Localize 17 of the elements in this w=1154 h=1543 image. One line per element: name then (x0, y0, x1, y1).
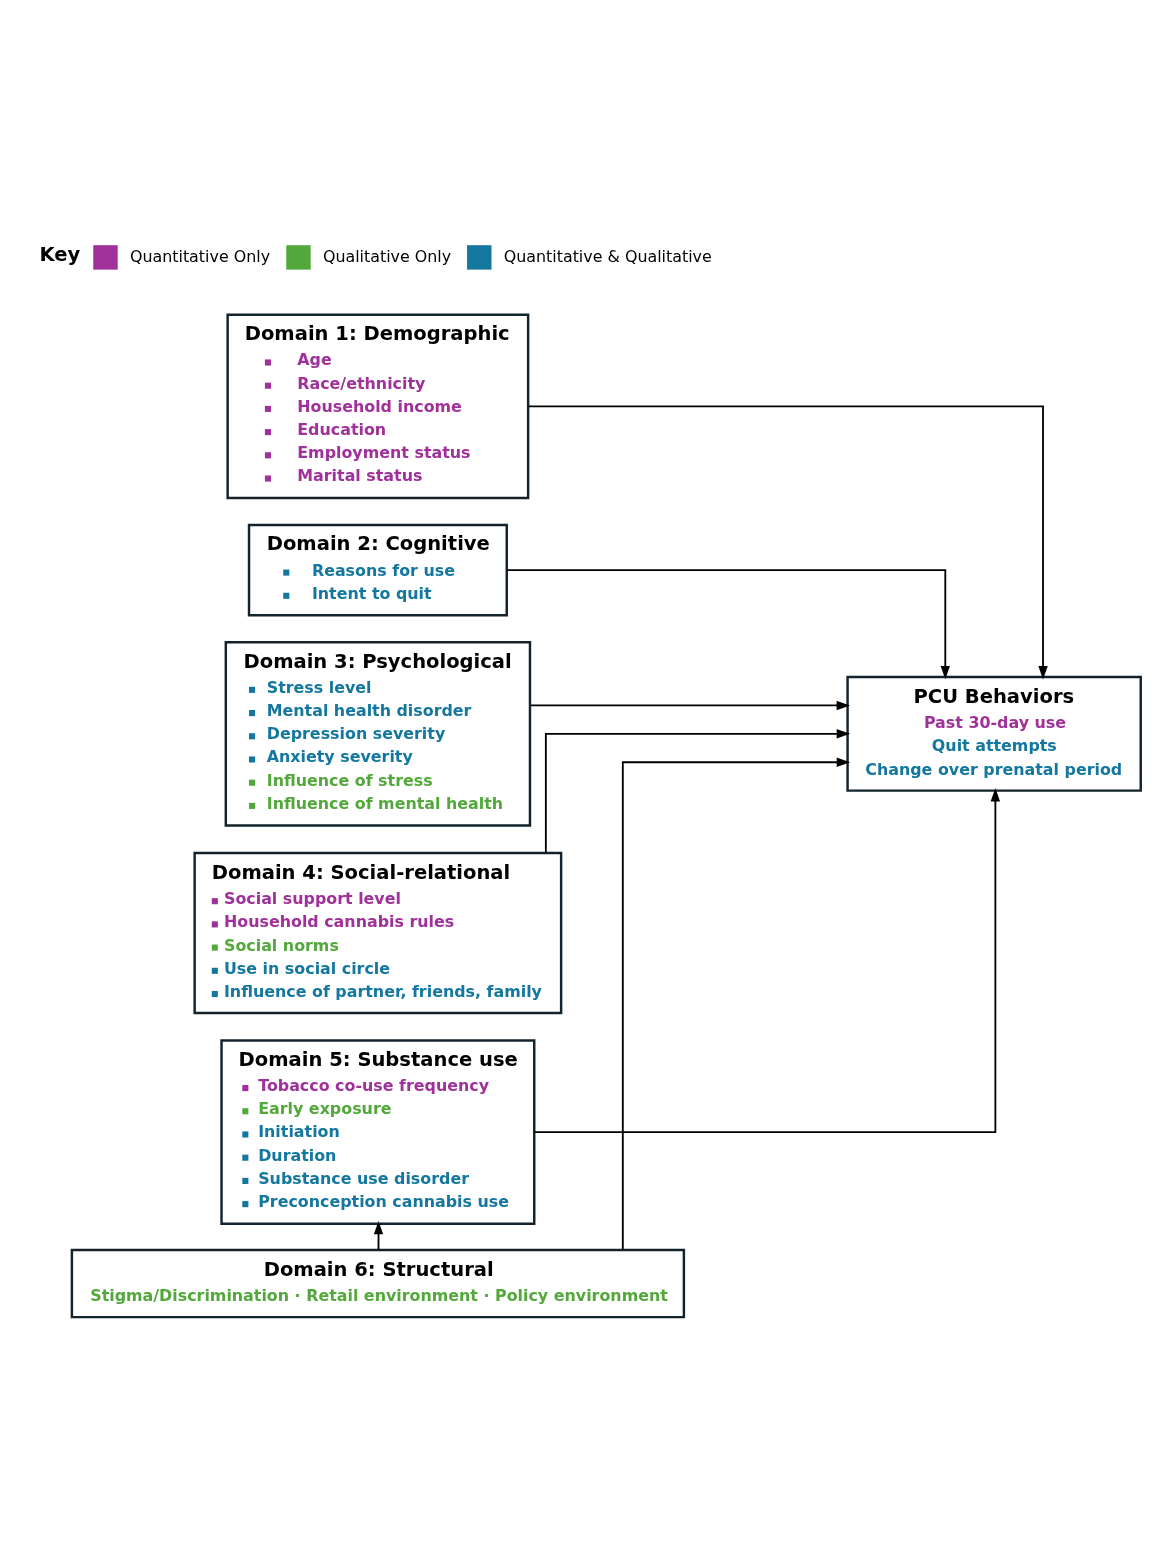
node-box: Domain 6: Structural Stigma/Discrimination · Retail environment · Policy environment (70, 1248, 686, 1318)
node-box: Domain 1: Demographic Age Race/ethnicity Household income Education Employment status Marital status (226, 313, 530, 499)
node-box: Domain 5: Substance use Tobacco co-use frequency Early exposure Initiation Duration Substance use disorder Preconception cannabis use (220, 1038, 536, 1225)
arrow (544, 728, 851, 853)
arrow (533, 787, 1001, 1133)
node-box: Domain 2: Cognitive Reasons for use Intent to quit (247, 523, 508, 617)
legend-label: Quantitative Only (129, 246, 271, 266)
label: Key (39, 242, 81, 266)
node-box: Domain 3: Psychological Stress level Mental health disorder Depression severity Anxiety severity Influence of stress Influence of mental health (224, 640, 532, 827)
arrow (527, 405, 1048, 680)
node-box: PCU Behaviors Past 30-day use Quit attempts Change over prenatal period (846, 675, 1142, 792)
arrow (506, 568, 950, 679)
legend-label: Quantitative & Qualitative (503, 246, 712, 266)
arrow (529, 700, 851, 710)
arrow (621, 757, 851, 1251)
legend-label: Qualitative Only (322, 246, 452, 266)
node-box: Domain 4: Social-relational Social support level Household cannabis rules Social norms Use in social circle Influence of partner, friends, family (193, 851, 563, 1014)
